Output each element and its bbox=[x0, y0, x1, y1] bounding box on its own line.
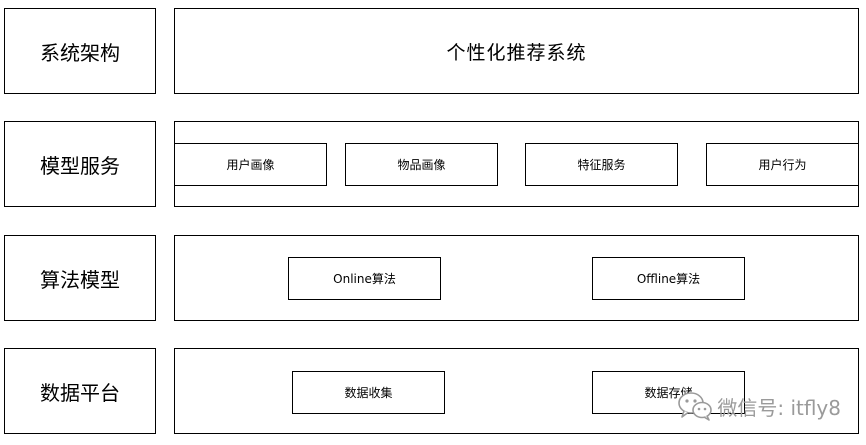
module-label: 用户行为 bbox=[758, 158, 807, 172]
module-label: 数据收集 bbox=[344, 386, 393, 400]
layer-label-text: 系统架构 bbox=[40, 40, 120, 65]
layer-label-algorithm-model: 算法模型 bbox=[4, 235, 156, 321]
module-offline-algorithm: Offline算法 bbox=[592, 257, 745, 300]
module-user-behavior: 用户行为 bbox=[706, 143, 859, 186]
system-title-box: 个性化推荐系统 bbox=[174, 8, 859, 94]
module-user-profile: 用户画像 bbox=[174, 143, 327, 186]
layer-label-text: 数据平台 bbox=[40, 380, 120, 405]
module-data-storage: 数据存储 bbox=[592, 371, 745, 414]
wechat-icon bbox=[678, 392, 713, 421]
module-label: 特征服务 bbox=[577, 158, 626, 172]
module-label: 用户画像 bbox=[226, 158, 275, 172]
module-label: Online算法 bbox=[333, 272, 396, 286]
algorithm-model-panel bbox=[174, 235, 859, 321]
layer-label-architecture: 系统架构 bbox=[4, 8, 156, 94]
layer-label-data-platform: 数据平台 bbox=[4, 348, 156, 434]
layer-label-model-service: 模型服务 bbox=[4, 121, 156, 207]
watermark: 微信号: itfly8 bbox=[677, 390, 841, 422]
module-item-profile: 物品画像 bbox=[345, 143, 498, 186]
watermark-text: 微信号: itfly8 bbox=[717, 395, 841, 420]
module-label: 数据存储 bbox=[644, 386, 693, 400]
module-feature-service: 特征服务 bbox=[525, 143, 678, 186]
system-title: 个性化推荐系统 bbox=[446, 41, 587, 64]
module-online-algorithm: Online算法 bbox=[288, 257, 441, 300]
layer-label-text: 算法模型 bbox=[40, 267, 120, 292]
module-label: 物品画像 bbox=[397, 158, 446, 172]
layer-label-text: 模型服务 bbox=[40, 153, 120, 178]
module-data-collection: 数据收集 bbox=[292, 371, 445, 414]
module-label: Offline算法 bbox=[636, 272, 701, 286]
